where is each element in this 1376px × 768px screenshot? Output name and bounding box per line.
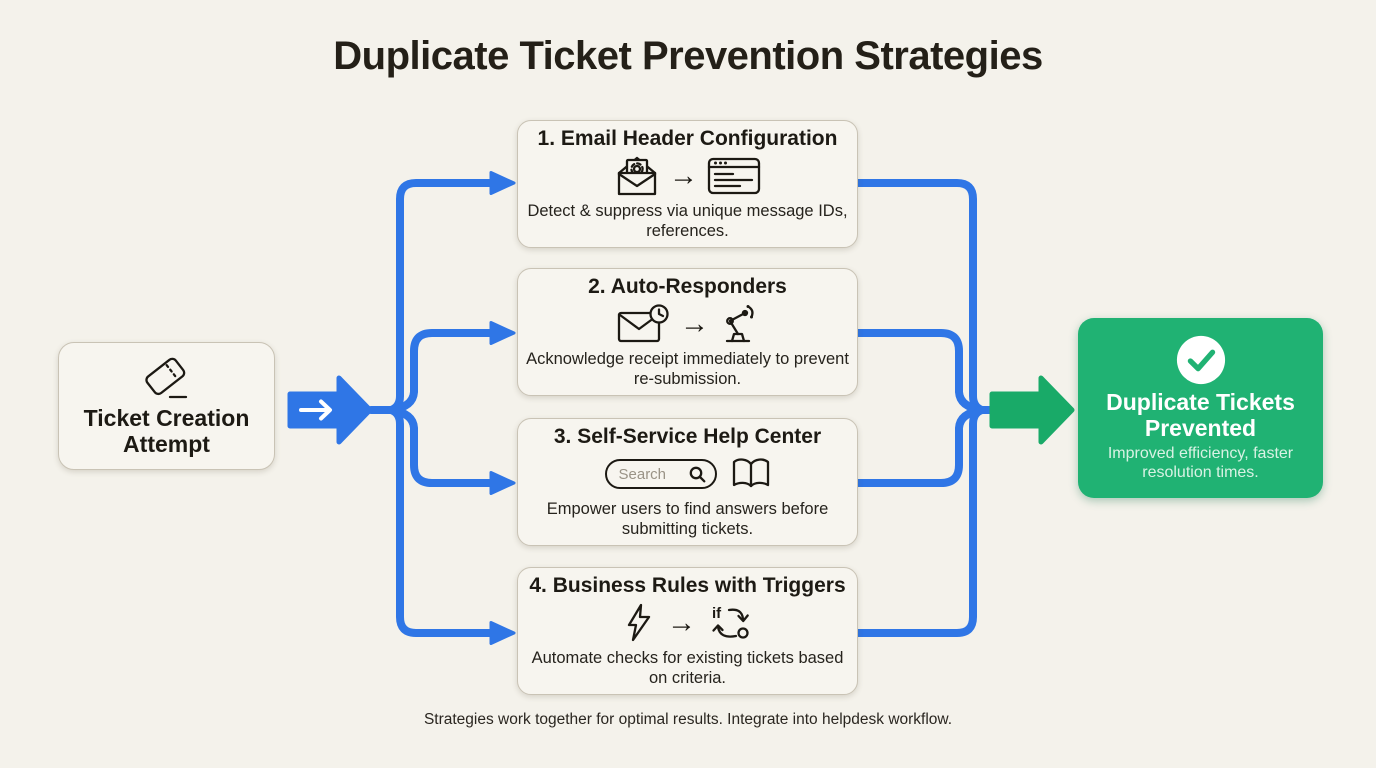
robot-arm-icon <box>725 305 754 343</box>
fanout-line-2 <box>387 329 494 414</box>
open-book-icon <box>732 458 769 488</box>
page-title: Duplicate Ticket Prevention Strategies <box>333 34 1043 78</box>
card-description: Empower users to find answers before sub… <box>546 500 829 538</box>
search-box-illustration: Search <box>604 459 717 490</box>
envelope-gear-icon <box>617 156 657 196</box>
result-title: Duplicate Tickets Prevented <box>1106 388 1295 441</box>
fanin-line-4 <box>854 406 986 637</box>
result-description: Improved efficiency, faster resolution t… <box>1107 444 1294 481</box>
browser-header-icon <box>707 157 761 195</box>
if-label: if <box>712 605 722 622</box>
result-node: Duplicate Tickets Prevented Improved eff… <box>1078 318 1323 498</box>
fanout-line-3 <box>387 406 494 487</box>
white-arrow-glyph <box>319 399 332 421</box>
lightning-bolt-icon <box>627 603 651 642</box>
big-blue-arrow <box>287 375 373 445</box>
arrow-right-icon: → <box>680 307 709 340</box>
card-title: 1. Email Header Configuration <box>537 127 838 150</box>
source-node: Ticket Creation Attempt <box>58 342 275 470</box>
source-node-title: Ticket Creation Attempt <box>83 405 250 457</box>
footer-note: Strategies work together for optimal res… <box>423 711 953 728</box>
arrow-right-icon: → <box>667 606 696 639</box>
fanin-line-3 <box>854 406 986 487</box>
search-icon <box>689 466 705 483</box>
card-title: 2. Auto-Responders <box>588 275 787 298</box>
fanout-line-1 <box>387 179 494 414</box>
card-description: Acknowledge receipt immediately to preve… <box>526 350 849 388</box>
fanin-line-1 <box>854 179 996 414</box>
icon-row: → <box>617 300 758 348</box>
big-green-arrow <box>989 375 1075 445</box>
card-title: 3. Self-Service Help Center <box>553 425 822 448</box>
card-description: Automate checks for existing tickets bas… <box>531 649 844 687</box>
ticket-icon <box>144 357 187 399</box>
fanin-line-2 <box>854 329 986 414</box>
arrowhead-1 <box>489 171 516 195</box>
search-label: Search <box>618 465 667 483</box>
check-circle-icon <box>1176 335 1225 384</box>
card-title: 4. Business Rules with Triggers <box>529 574 846 597</box>
strategy-card-business-rules: 4. Business Rules with Triggers → if Aut… <box>517 567 858 695</box>
strategy-card-email-header: 1. Email Header Configuration → <box>517 120 858 248</box>
strategy-card-auto-responders: 2. Auto-Responders → Acknowledge re <box>517 268 858 396</box>
envelope-clock-icon <box>617 304 669 343</box>
arrowhead-4 <box>489 621 516 645</box>
arrowhead-3 <box>489 471 516 495</box>
if-condition-icon: if <box>712 605 749 639</box>
icon-row: → if <box>624 599 751 647</box>
arrow-right-icon: → <box>669 159 698 192</box>
card-description: Detect & suppress via unique message IDs… <box>527 202 848 240</box>
icon-row: Search <box>604 450 771 498</box>
strategy-card-help-center: 3. Self-Service Help Center Search Empow… <box>517 418 858 546</box>
fanout-line-4 <box>387 406 494 637</box>
arrowhead-2 <box>489 321 516 345</box>
icon-row: → <box>614 152 761 200</box>
